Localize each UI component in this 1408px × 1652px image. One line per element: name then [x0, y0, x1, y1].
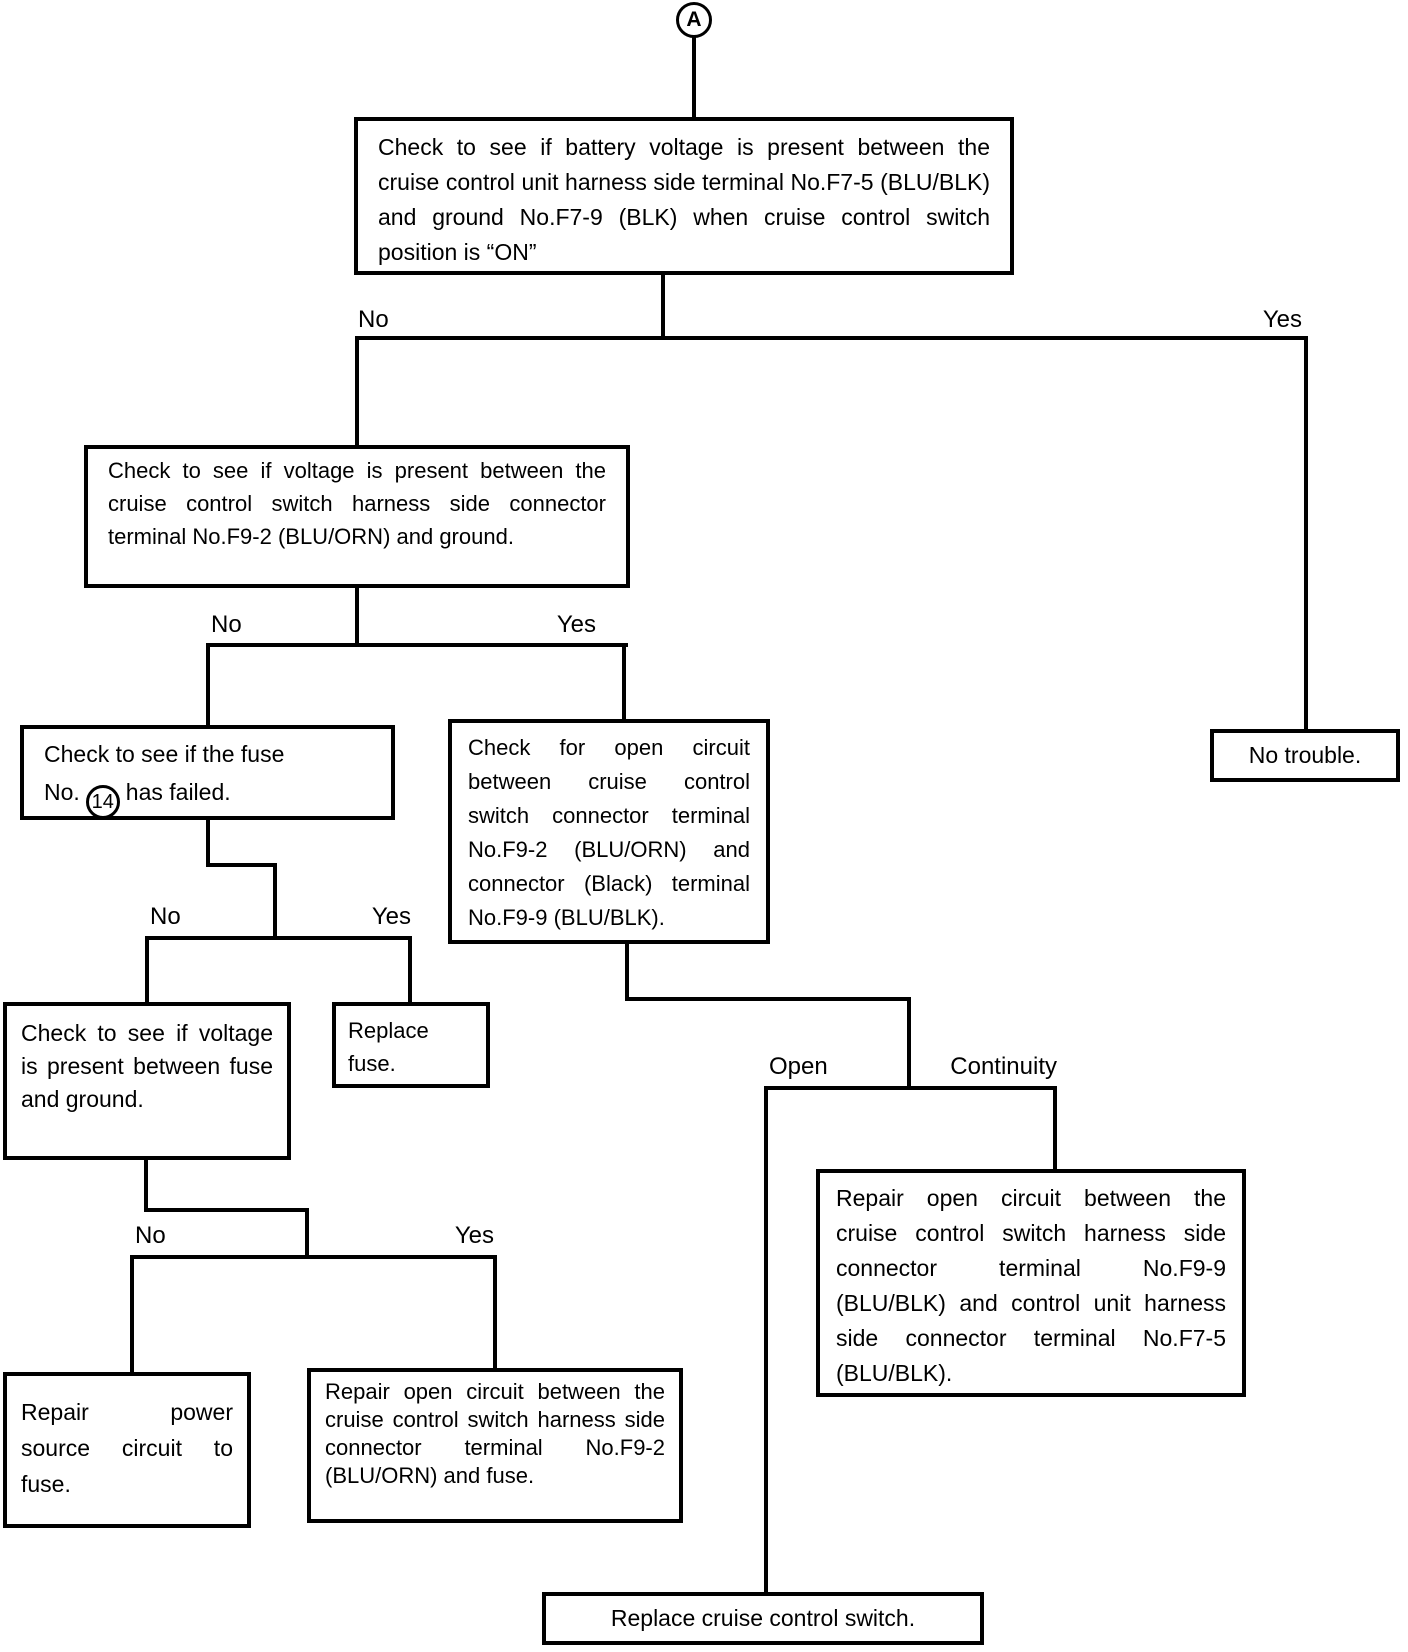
connector-line — [764, 1086, 768, 1592]
connector-line — [305, 1208, 309, 1259]
connector-line — [206, 643, 210, 725]
check-fuse-line2-pre: No. — [44, 779, 80, 805]
connector-line — [130, 1255, 134, 1372]
result-box-repair-power-source: Repair power source circuit to fuse. — [3, 1372, 251, 1528]
start-connector-a: A — [676, 2, 712, 38]
connector-line — [206, 820, 210, 867]
connector-line — [625, 997, 911, 1001]
connector-line — [145, 936, 412, 940]
connector-line — [764, 1086, 1057, 1090]
edge-label-no: No — [211, 611, 242, 638]
edge-label-yes: Yes — [556, 611, 596, 638]
connector-line — [661, 275, 665, 340]
result-box-repair-open-circuit-fuse: Repair open circuit between the cruise c… — [307, 1368, 683, 1523]
edge-label-continuity: Continuity — [950, 1053, 1057, 1080]
connector-line — [622, 643, 626, 719]
decision-box-check-battery-voltage: Check to see if battery voltage is prese… — [354, 117, 1014, 275]
connector-line — [493, 1255, 497, 1368]
connector-line — [206, 863, 277, 867]
connector-line — [907, 997, 911, 1090]
connector-line — [355, 588, 359, 647]
check-fuse-line1: Check to see if the fuse — [44, 741, 285, 767]
connector-line — [206, 643, 628, 647]
edge-label-yes: Yes — [1262, 306, 1302, 333]
result-box-replace-switch: Replace cruise control switch. — [542, 1592, 984, 1645]
connector-line — [130, 1255, 497, 1259]
edge-label-no: No — [358, 306, 389, 333]
connector-line — [625, 944, 629, 1001]
decision-box-check-fuse-voltage: Check to see if voltage is present betwe… — [3, 1002, 291, 1160]
edge-label-yes: Yes — [371, 903, 411, 930]
result-box-replace-fuse: Replace fuse. — [332, 1002, 490, 1088]
result-box-repair-open-circuit-unit: Repair open circuit between the cruise c… — [816, 1169, 1246, 1397]
decision-box-check-switch-voltage: Check to see if voltage is present betwe… — [84, 445, 630, 588]
check-fuse-line2-post: has failed. — [125, 779, 231, 805]
circled-fuse-number: 14 — [85, 785, 120, 816]
connector-line — [144, 1208, 309, 1212]
connector-line — [355, 336, 359, 445]
decision-box-check-open-circuit-switch: Check for open circuit between cruise co… — [448, 719, 770, 944]
connector-line — [145, 936, 149, 1002]
edge-label-no: No — [150, 903, 181, 930]
edge-label-no: No — [135, 1222, 166, 1249]
start-connector-label: A — [686, 8, 702, 31]
connector-line — [1053, 1086, 1057, 1169]
connector-line — [273, 863, 277, 940]
connector-line — [144, 1160, 148, 1212]
connector-line — [355, 336, 1308, 340]
edge-label-yes: Yes — [454, 1222, 494, 1249]
edge-label-open: Open — [769, 1053, 828, 1080]
connector-line — [1304, 336, 1308, 729]
result-box-no-trouble: No trouble. — [1210, 729, 1400, 782]
connector-line — [692, 36, 696, 117]
connector-line — [408, 936, 412, 1002]
